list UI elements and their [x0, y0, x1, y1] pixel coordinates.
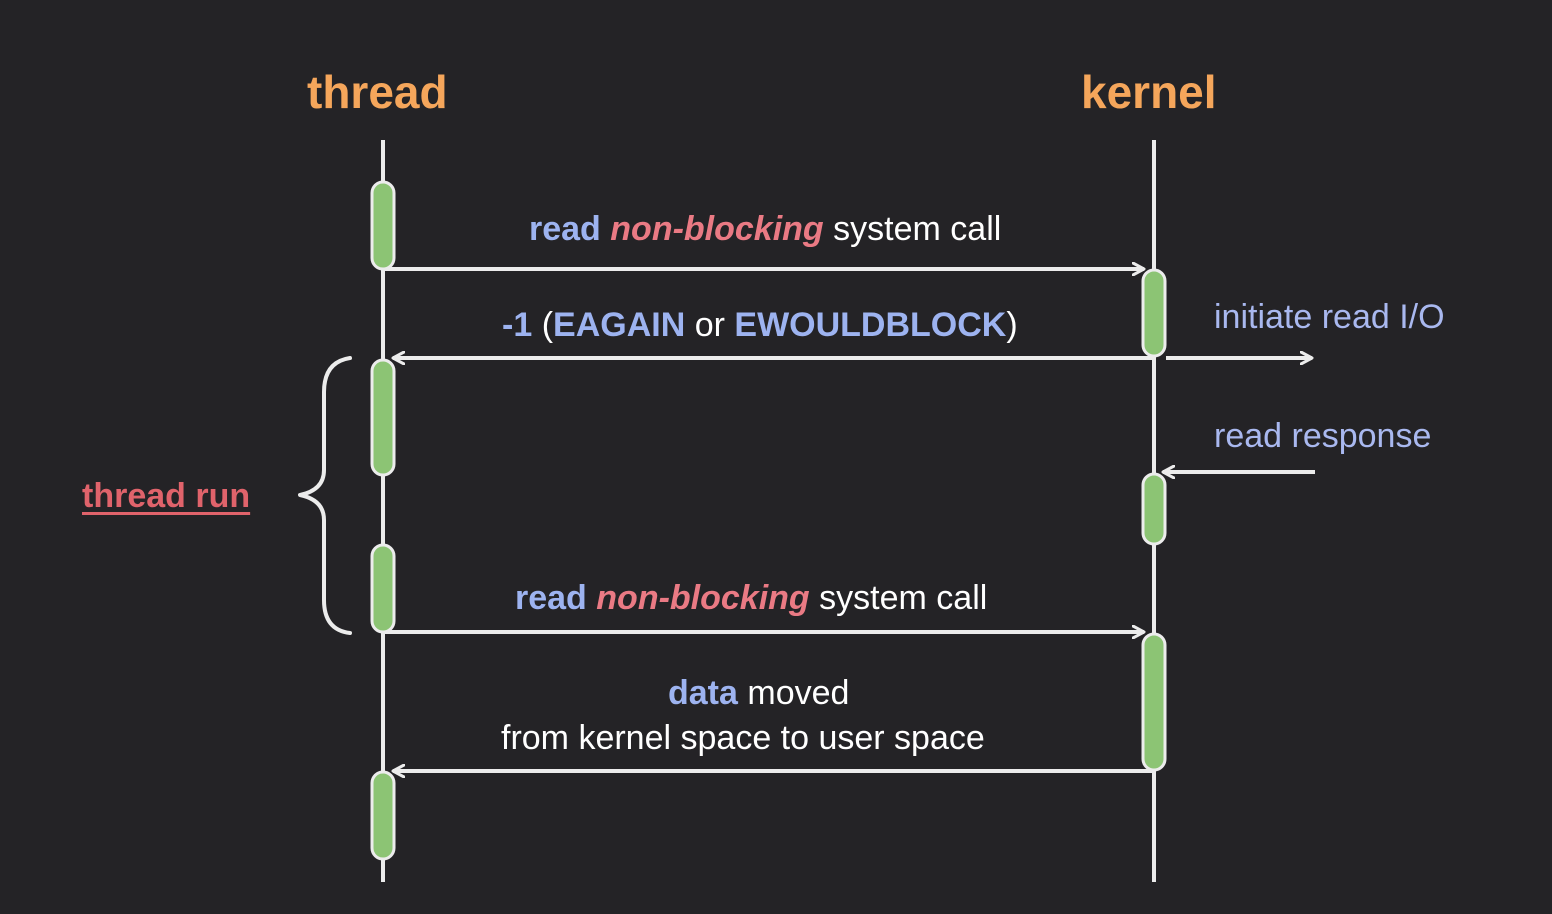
call-2-system-call: system call — [819, 579, 988, 617]
reply-2-label-line1: data moved — [668, 673, 849, 713]
call-1-read: read — [529, 210, 601, 248]
reply-2-moved: moved — [747, 674, 850, 712]
reply-2-data: data — [668, 674, 738, 712]
call-1-non-blocking: non-blocking — [610, 210, 824, 248]
reply-1-eagain: EAGAIN — [553, 306, 686, 344]
thread-activation — [370, 180, 396, 271]
call-1-system-call: system call — [833, 210, 1002, 248]
thread-run-brace — [298, 356, 352, 635]
kernel-activation — [1141, 472, 1167, 546]
reply-1-or: or — [694, 306, 725, 344]
reply-1-close-paren: ) — [1006, 306, 1018, 344]
thread-activation — [370, 358, 396, 477]
reply-2-label-line2: from kernel space to user space — [501, 719, 985, 757]
read-response-label: read response — [1214, 417, 1432, 455]
thread-lane-title: thread — [307, 66, 448, 118]
kernel-activation — [1141, 632, 1167, 772]
initiate-io-label: initiate read I/O — [1214, 298, 1445, 336]
reply-1-code: -1 — [502, 306, 533, 344]
kernel-activation — [1141, 268, 1167, 358]
call-2-read: read — [515, 579, 587, 617]
call-2-label: read non-blocking system call — [515, 578, 987, 618]
kernel-lane-title: kernel — [1081, 66, 1217, 118]
thread-activation — [370, 543, 396, 634]
reply-1-label: -1 (EAGAIN or EWOULDBLOCK) — [502, 305, 1018, 345]
reply-1-open-paren: ( — [541, 306, 554, 344]
call-2-non-blocking: non-blocking — [596, 579, 810, 617]
reply-1-ewouldblock: EWOULDBLOCK — [734, 306, 1007, 344]
thread-run-label: thread run — [82, 477, 251, 515]
thread-activation — [370, 770, 396, 861]
call-1-label: read non-blocking system call — [529, 209, 1001, 249]
